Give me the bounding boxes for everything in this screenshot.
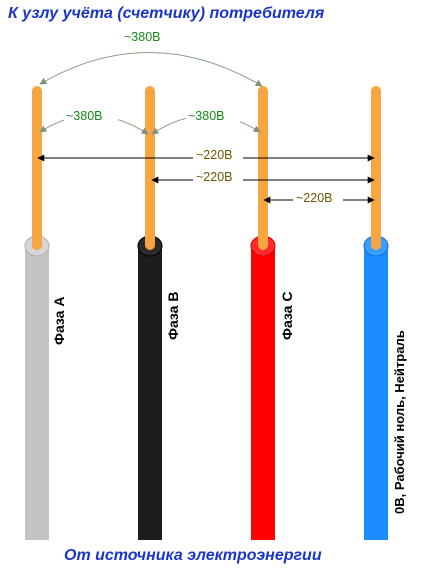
voltage-cn: ~220В bbox=[263, 191, 375, 205]
wire-phase-b: Фаза В bbox=[137, 86, 181, 540]
label-bg-an bbox=[193, 148, 243, 162]
wire-neutral: 0В, Рабочий ноль, Нейтраль bbox=[363, 86, 407, 540]
label-bg-cn bbox=[293, 191, 343, 205]
wire-n-insulation bbox=[364, 246, 388, 540]
wire-n-core bbox=[371, 86, 381, 250]
voltage-label-cn: ~220В bbox=[296, 191, 333, 205]
label-bg-ab bbox=[64, 108, 118, 124]
wire-a-core bbox=[32, 86, 42, 250]
label-bg-ac bbox=[120, 28, 178, 44]
voltage-bc: ~380В bbox=[151, 108, 261, 135]
wire-c-insulation bbox=[251, 246, 275, 540]
wire-b-core bbox=[145, 86, 155, 250]
voltage-ab: ~380В bbox=[39, 108, 149, 135]
wire-c-core bbox=[258, 86, 268, 250]
label-bg-bc bbox=[186, 108, 240, 124]
voltage-bn: ~220В bbox=[151, 170, 375, 184]
wire-c-label: Фаза С bbox=[279, 292, 295, 340]
voltage-label-bn: ~220В bbox=[196, 170, 233, 184]
wire-a-insulation bbox=[25, 246, 49, 540]
arc-arrow-ac bbox=[39, 52, 263, 87]
voltage-label-bc: ~380В bbox=[188, 109, 225, 123]
voltage-ac: ~380В bbox=[39, 28, 263, 87]
wire-b-insulation bbox=[138, 246, 162, 540]
top-title: К узлу учёта (счетчику) потребителя bbox=[8, 5, 325, 22]
voltage-an: ~220В bbox=[37, 148, 375, 162]
wire-phase-c: Фаза С bbox=[250, 86, 295, 540]
voltage-label-ab: ~380В bbox=[66, 109, 103, 123]
voltage-label-ac: ~380В bbox=[124, 30, 161, 44]
label-bg-bn bbox=[193, 170, 243, 184]
wire-phase-a: Фаза А bbox=[24, 86, 67, 540]
wire-n-label: 0В, Рабочий ноль, Нейтраль bbox=[392, 330, 407, 514]
wire-b-label: Фаза В bbox=[165, 292, 181, 340]
bottom-title: От источника электроэнергии bbox=[64, 547, 322, 564]
voltage-label-an: ~220В bbox=[196, 148, 233, 162]
wire-a-label: Фаза А bbox=[51, 297, 67, 345]
